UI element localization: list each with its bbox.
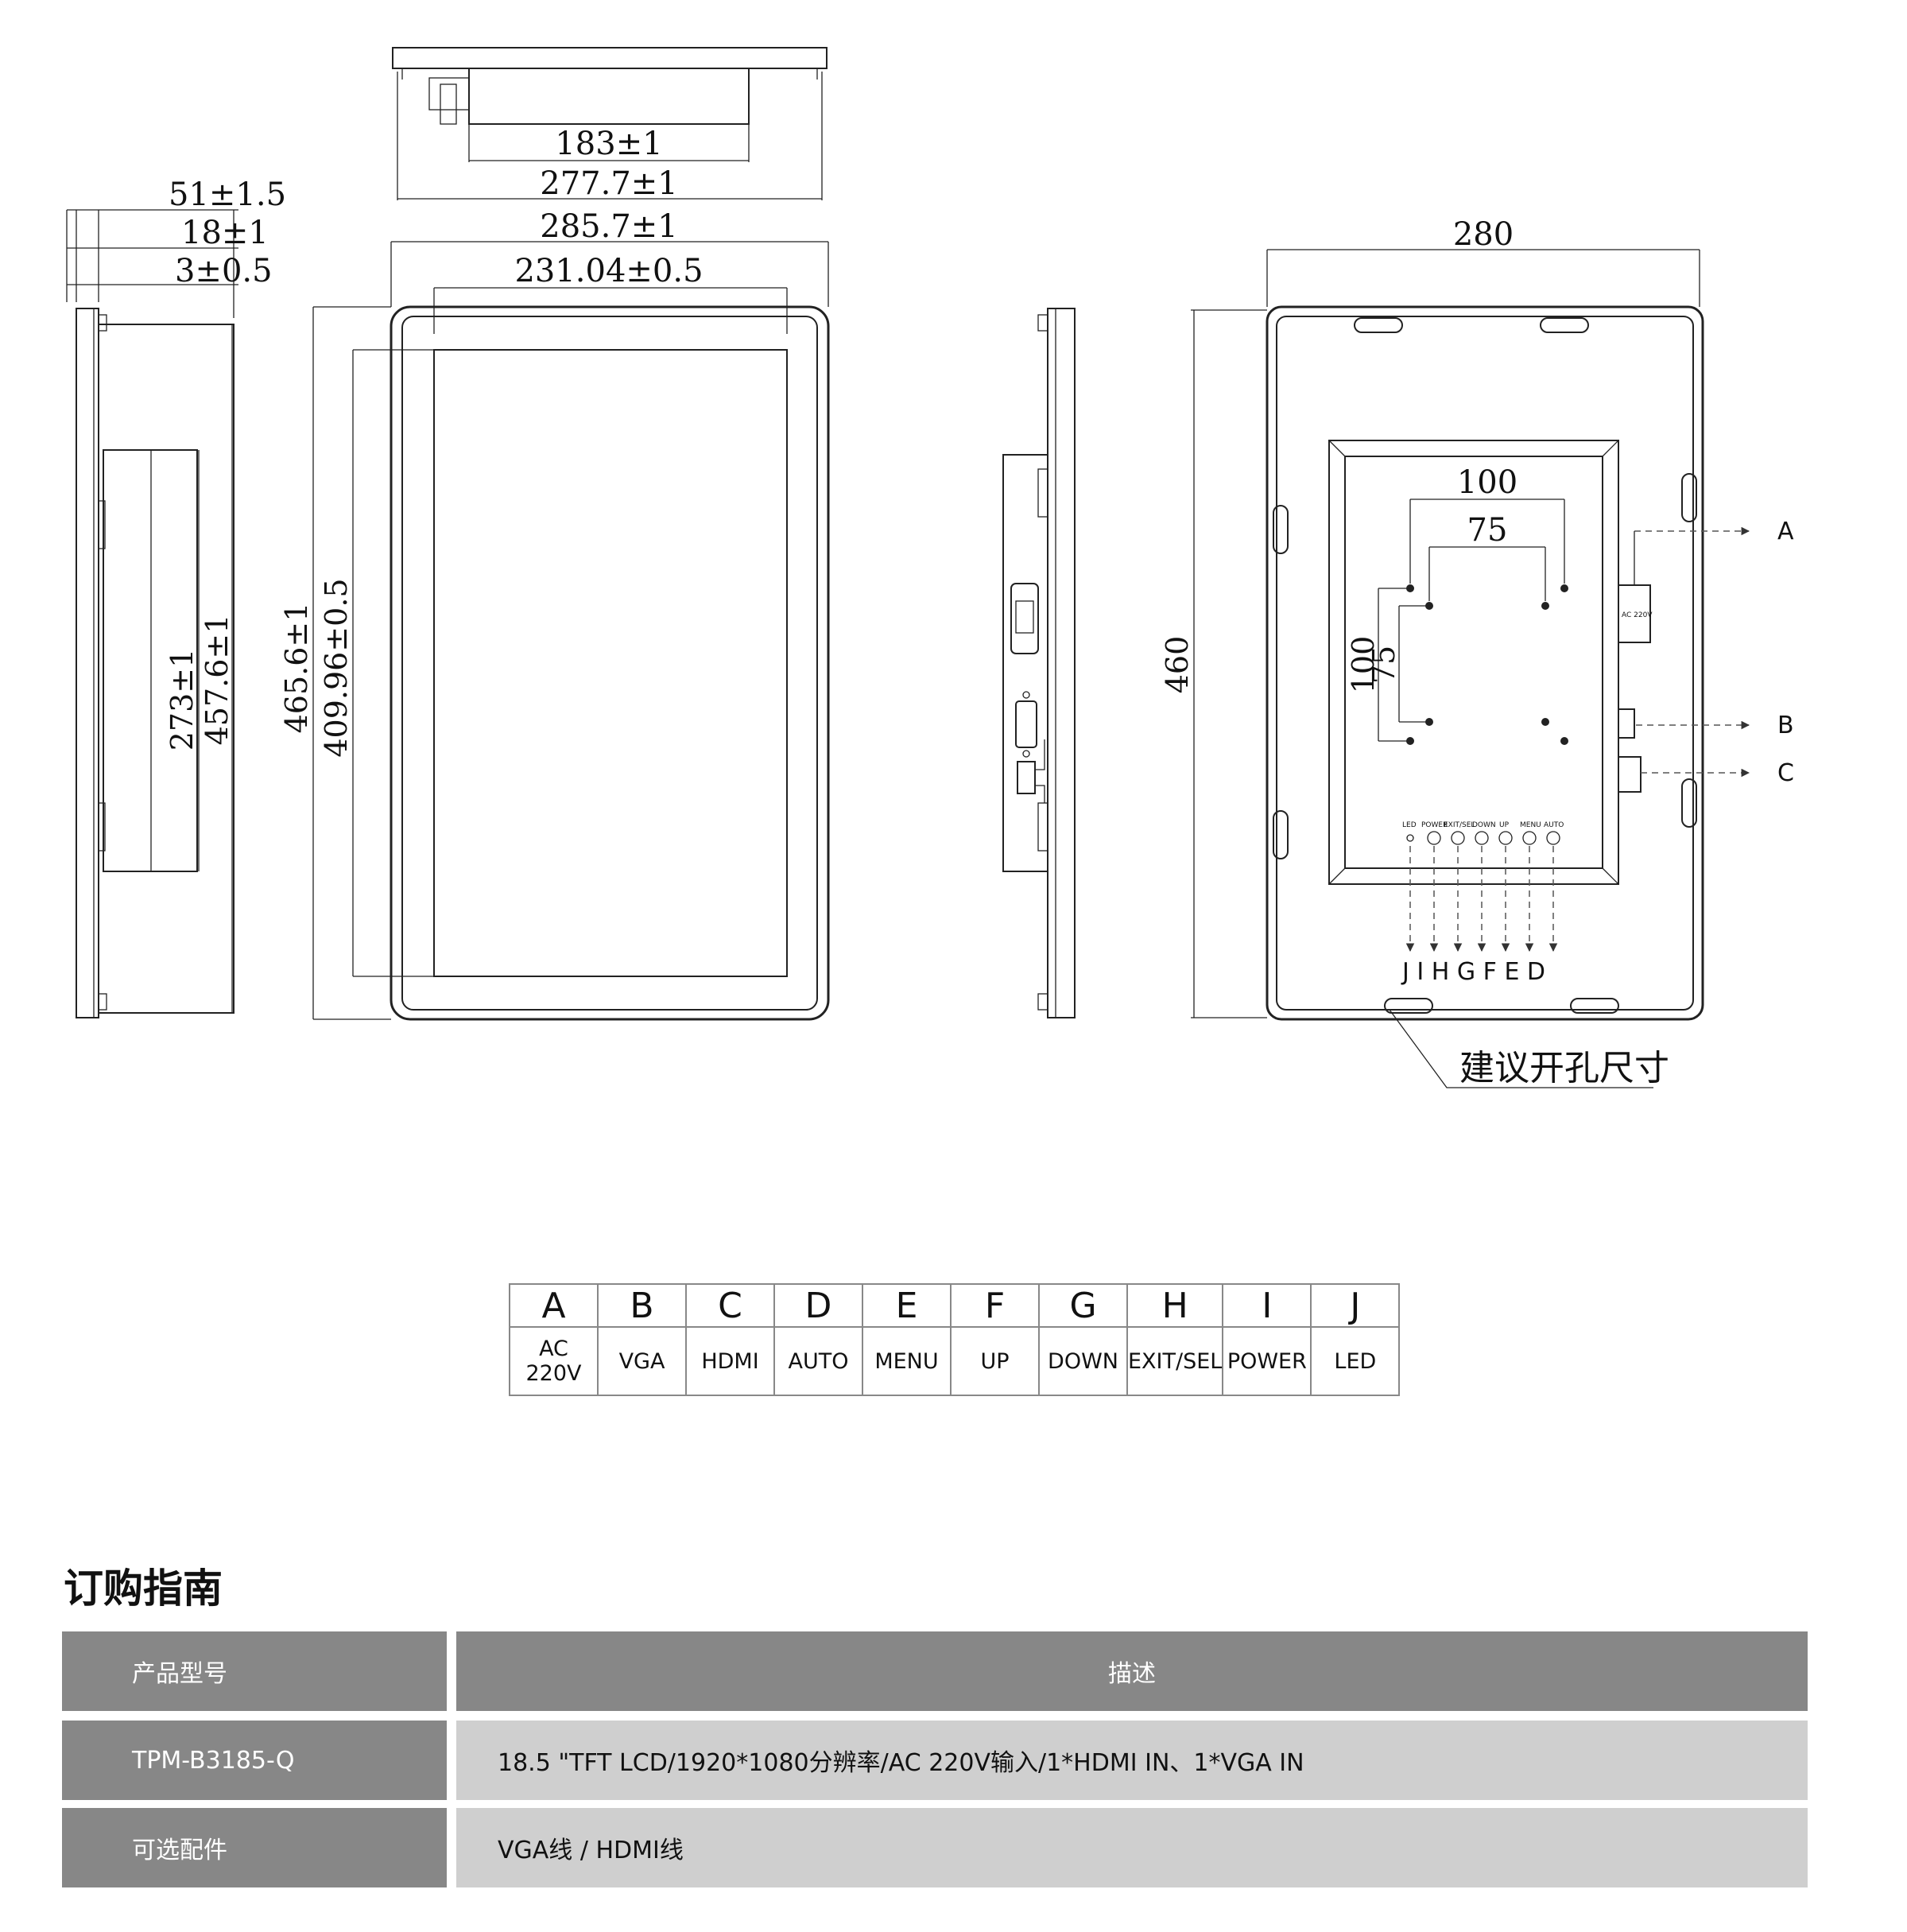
port-letter: H <box>1126 1283 1224 1328</box>
button-row: LED POWER EXIT/SEL DOWN UP MENU AUTO <box>1402 821 1564 845</box>
header-model: 产品型号 <box>62 1631 447 1711</box>
description-cell: 18.5 "TFT LCD/1920*1080分辨率/AC 220V输入/1*H… <box>456 1721 1808 1800</box>
dim-depth-total: 51±1.5 <box>169 177 286 213</box>
port-name: LED <box>1310 1326 1401 1396</box>
port-name: HDMI <box>685 1326 775 1396</box>
port-name-row: AC 220V VGA HDMI AUTO MENU UP DOWN EXIT/… <box>509 1326 1401 1396</box>
port-name: EXIT/SEL <box>1126 1326 1224 1396</box>
port-name: UP <box>950 1326 1040 1396</box>
dim-vesa-75-h: 75 <box>1467 512 1508 549</box>
model-cell: 可选配件 <box>62 1808 447 1887</box>
port-letter: G <box>1038 1283 1128 1328</box>
connector-ac-label: AC 220V <box>1622 611 1653 619</box>
cutout-note: 建议开孔尺寸 <box>1459 1048 1669 1088</box>
port-letter: A <box>509 1283 599 1328</box>
btn-label-power: POWER <box>1421 821 1448 829</box>
ordering-row: 可选配件 VGA线 / HDMI线 <box>62 1808 1808 1887</box>
dim-front-height: 465.6±1 <box>279 603 314 734</box>
port-name: POWER <box>1222 1326 1312 1396</box>
dim-vesa-75-v: 75 <box>1366 646 1401 684</box>
ordering-row: TPM-B3185-Q 18.5 "TFT LCD/1920*1080分辨率/A… <box>62 1721 1808 1800</box>
dim-active-height: 409.96±0.5 <box>319 578 354 757</box>
model-cell: TPM-B3185-Q <box>62 1721 447 1800</box>
callout-bottom-row: J I H G F E D <box>1401 958 1545 986</box>
back-view: 280 460 100 75 <box>1160 216 1794 1088</box>
port-letter: F <box>950 1283 1040 1328</box>
btn-label-up: UP <box>1499 821 1510 829</box>
port-legend-table: A B C D E F G H I J AC 220V VGA HDMI AUT… <box>509 1283 1401 1396</box>
port-name: DOWN <box>1038 1326 1128 1396</box>
top-view: 183±1 277.7±1 <box>392 47 828 202</box>
callout-b: B <box>1777 712 1794 739</box>
dim-box-height: 273±1 <box>165 649 200 751</box>
callout-c: C <box>1777 759 1794 787</box>
dim-cutout-width: 277.7±1 <box>540 165 677 202</box>
btn-label-menu: MENU <box>1520 821 1541 829</box>
dim-front-width: 285.7±1 <box>540 208 677 245</box>
description-cell: VGA线 / HDMI线 <box>456 1808 1808 1887</box>
port-name: AC 220V <box>509 1326 599 1396</box>
dim-active-width: 231.04±0.5 <box>514 253 703 289</box>
dim-vesa-100-h: 100 <box>1457 464 1517 501</box>
btn-label-led: LED <box>1402 821 1417 829</box>
dimension-drawing: 51±1.5 18±1 3±0.5 273±1 457.6±1 183±1 27… <box>66 47 1794 1088</box>
front-view: 285.7±1 231.04±0.5 465.6±1 409.96±0.5 <box>279 208 830 1021</box>
port-name: AUTO <box>773 1326 863 1396</box>
port-letter: B <box>597 1283 687 1328</box>
dim-back-height: 460 <box>1160 636 1195 694</box>
ordering-header-row: 产品型号 描述 <box>62 1631 1808 1711</box>
callout-a: A <box>1777 518 1794 545</box>
dim-back-width: 280 <box>1453 216 1514 253</box>
port-letter: C <box>685 1283 775 1328</box>
port-name: VGA <box>597 1326 687 1396</box>
btn-label-down: DOWN <box>1472 821 1496 829</box>
port-letter-row: A B C D E F G H I J <box>509 1283 1401 1328</box>
dim-box-width: 183±1 <box>555 126 662 162</box>
port-letter: J <box>1310 1283 1401 1328</box>
btn-label-auto: AUTO <box>1544 821 1564 829</box>
side-view-ports <box>1002 308 1076 1018</box>
header-description: 描述 <box>456 1631 1808 1711</box>
ordering-guide-title: 订购指南 <box>64 1565 223 1612</box>
dim-depth-body: 18±1 <box>181 215 269 251</box>
dim-vesa-100-v: 100 <box>1346 636 1381 694</box>
port-name: MENU <box>862 1326 952 1396</box>
dim-depth-bezel: 3±0.5 <box>175 253 273 289</box>
btn-label-exit: EXIT/SEL <box>1444 821 1475 829</box>
side-view: 51±1.5 18±1 3±0.5 273±1 457.6±1 <box>66 177 286 1018</box>
port-letter: D <box>773 1283 863 1328</box>
dim-body-height: 457.6±1 <box>200 615 234 746</box>
port-letter: E <box>862 1283 952 1328</box>
port-letter: I <box>1222 1283 1312 1328</box>
